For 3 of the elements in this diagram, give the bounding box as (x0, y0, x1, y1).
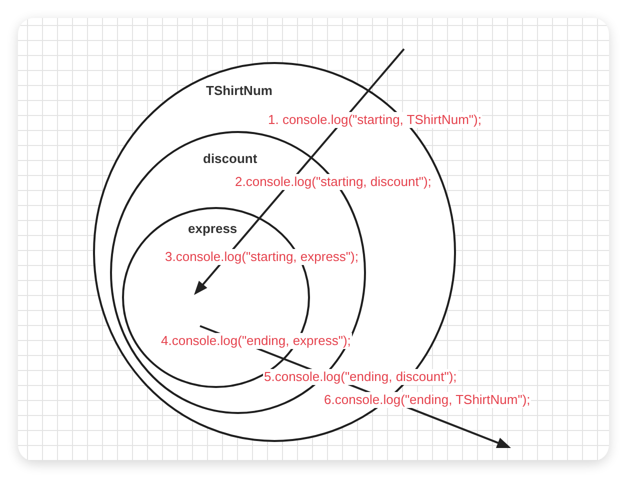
scope-title: discount (203, 151, 258, 167)
scope-title: TShirtNum (206, 83, 272, 99)
scope-title: express (188, 221, 238, 237)
